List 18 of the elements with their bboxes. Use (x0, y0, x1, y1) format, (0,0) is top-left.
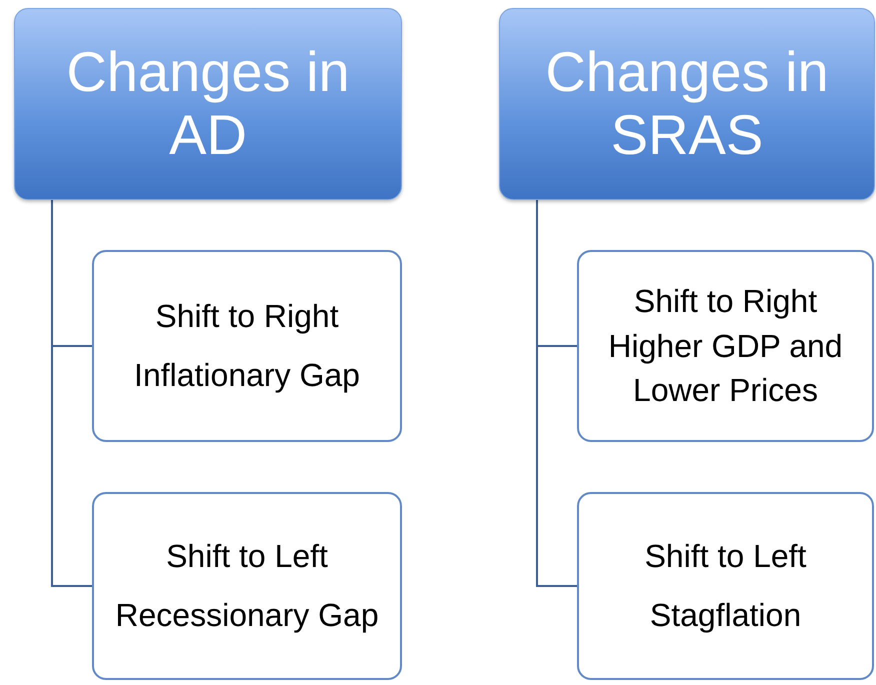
shift-direction: Shift to Left (644, 537, 806, 576)
header-title: Changes in SRAS (544, 41, 830, 167)
effect-text: Inflationary Gap (134, 356, 360, 395)
shift-direction: Shift to Left (166, 537, 328, 576)
effect-box (92, 250, 402, 442)
connector-line (51, 200, 92, 587)
category-header (499, 8, 875, 200)
connector-line (536, 200, 577, 587)
effect-text: Recessionary Gap (115, 596, 379, 635)
effect-box (92, 492, 402, 680)
header-title: Changes in AD (65, 41, 351, 167)
effect-text: Stagflation (650, 596, 802, 635)
effect-box (577, 250, 874, 442)
effect-box (577, 492, 874, 680)
category-header (14, 8, 402, 200)
shift-direction: Shift to Right (155, 297, 339, 336)
shift-direction: Shift to Right (634, 282, 818, 321)
effect-text: Higher GDP and Lower Prices (607, 326, 844, 410)
